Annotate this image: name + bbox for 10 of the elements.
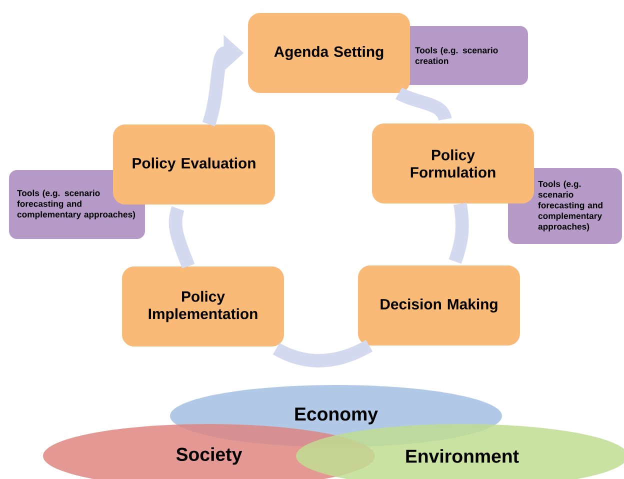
arc (448, 202, 469, 264)
arc (273, 340, 372, 368)
note-box: Tools (e.g. scenario creation (398, 26, 528, 85)
process-box: Policy Implementation (122, 266, 284, 346)
arc (168, 206, 195, 269)
process-box: Agenda Setting (248, 13, 410, 93)
process-box: Policy Formulation (372, 124, 534, 204)
process-box: Policy Evaluation (113, 124, 275, 204)
process-box: Decision Making (358, 266, 520, 346)
arc (396, 87, 452, 122)
